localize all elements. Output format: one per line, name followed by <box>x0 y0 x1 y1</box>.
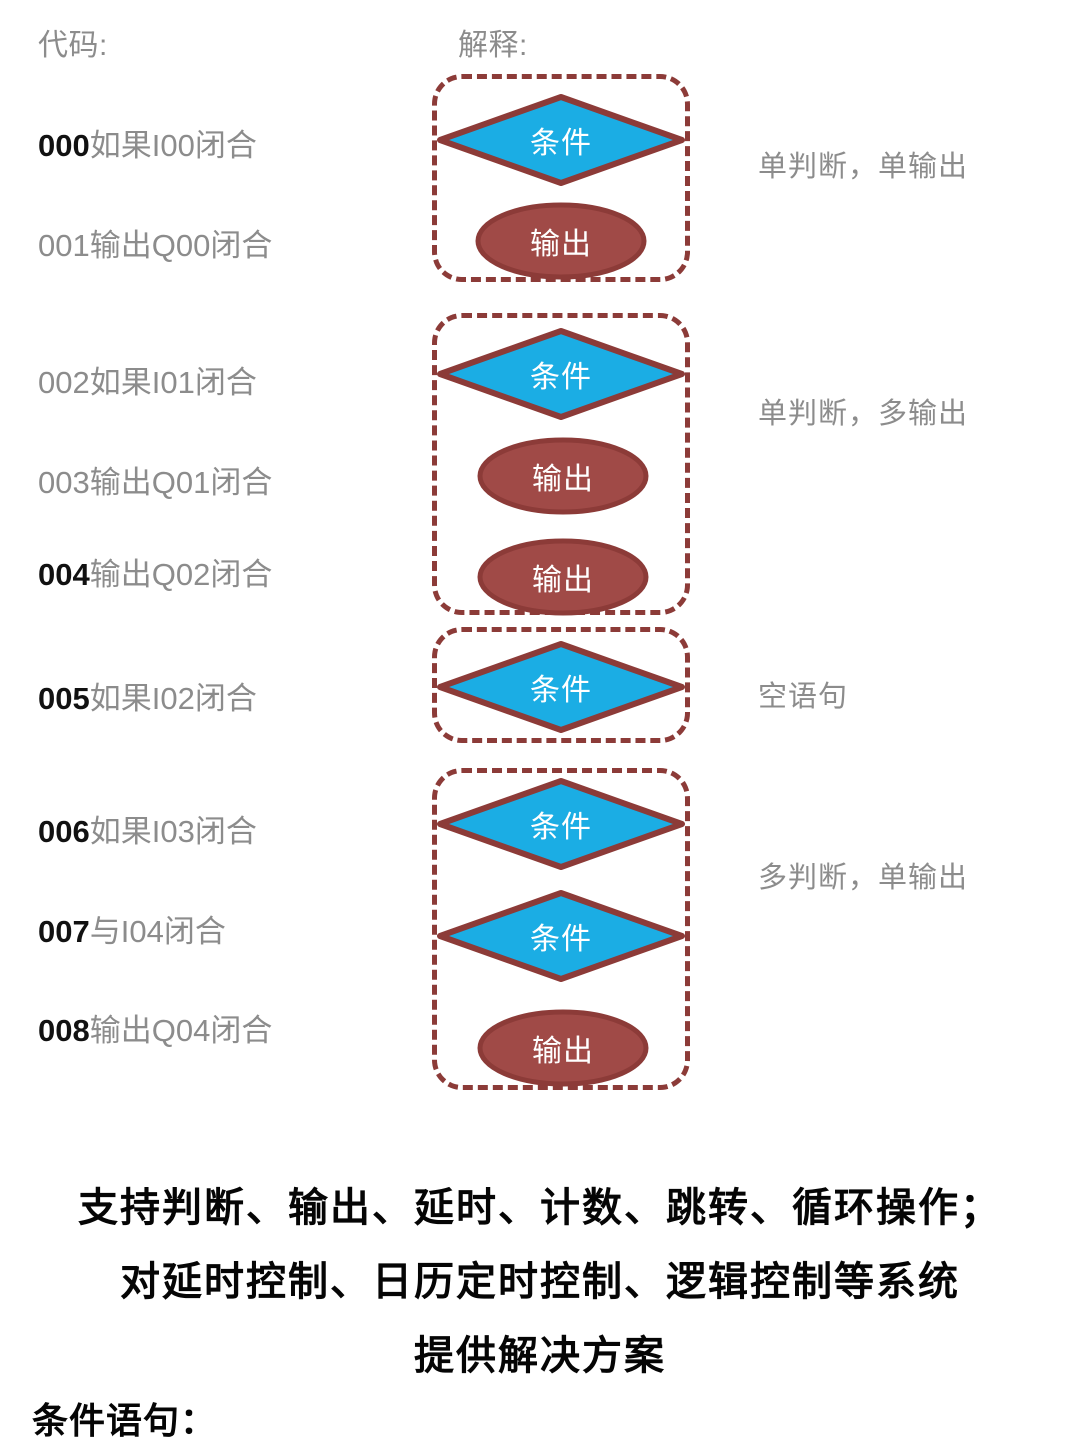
ellipse-shape-output: 输出 <box>477 437 649 515</box>
code-line-text: 输出Q01闭合 <box>89 465 273 500</box>
code-line-number: 002 <box>38 365 90 400</box>
explanation-multi-condition-single-output: 多判断，单输出 <box>758 862 969 894</box>
diamond-shape-condition: 条件 <box>437 890 685 982</box>
code-line-001: 001输出Q00闭合 <box>38 220 272 265</box>
ellipse-shape-output: 输出 <box>477 1009 649 1087</box>
footer-section-label: 条件语句： <box>32 1400 218 1441</box>
diamond-shape-condition: 条件 <box>437 328 685 420</box>
flow-group-multi-condition-single-output <box>432 768 690 1090</box>
diamond-icon <box>437 641 685 733</box>
diamond-icon <box>437 890 685 982</box>
code-line-004: 004输出Q02闭合 <box>38 549 272 594</box>
code-line-number: 008 <box>38 1013 90 1048</box>
code-line-number: 000 <box>38 128 90 163</box>
explanation-empty-statement: 空语句 <box>758 681 849 713</box>
code-line-text: 与I04闭合 <box>89 914 226 949</box>
code-line-number: 003 <box>38 465 90 500</box>
code-line-text: 输出Q00闭合 <box>89 228 273 263</box>
explanation-single-condition-single-output: 单判断，单输出 <box>758 151 969 183</box>
summary-line-1: 支持判断、输出、延时、计数、跳转、循环操作； <box>0 1188 1080 1228</box>
code-line-text: 如果I03闭合 <box>89 814 257 849</box>
ellipse-icon <box>477 1009 649 1087</box>
diamond-icon <box>437 94 685 186</box>
code-line-text: 输出Q02闭合 <box>89 557 273 592</box>
flow-group-empty-statement <box>432 627 690 743</box>
diamond-icon <box>437 778 685 870</box>
code-line-text: 输出Q04闭合 <box>89 1013 273 1048</box>
code-line-text: 如果I00闭合 <box>89 128 257 163</box>
code-line-text: 如果I02闭合 <box>89 681 257 716</box>
code-line-008: 008输出Q04闭合 <box>38 1005 272 1050</box>
ellipse-icon <box>475 202 647 280</box>
summary-line-2: 对延时控制、日历定时控制、逻辑控制等系统 <box>0 1262 1080 1302</box>
code-line-003: 003输出Q01闭合 <box>38 457 272 502</box>
ellipse-icon <box>477 437 649 515</box>
code-line-text: 如果I01闭合 <box>89 365 257 400</box>
code-line-005: 005如果I02闭合 <box>38 673 257 718</box>
summary-text: 提供解决方案 <box>414 1334 666 1378</box>
ellipse-icon <box>477 538 649 616</box>
code-line-number: 005 <box>38 681 90 716</box>
code-line-number: 006 <box>38 814 90 849</box>
code-line-000: 000如果I00闭合 <box>38 120 257 165</box>
summary-text: 支持判断、输出、延时、计数、跳转、循环操作； <box>78 1186 1002 1230</box>
explanation-single-condition-multi-output: 单判断，多输出 <box>758 398 969 430</box>
code-line-007: 007与I04闭合 <box>38 906 226 951</box>
code-column-header: 代码: <box>38 29 108 62</box>
code-line-number: 004 <box>38 557 90 592</box>
summary-text: 对延时控制、日历定时控制、逻辑控制等系统 <box>120 1260 960 1304</box>
diamond-icon <box>437 328 685 420</box>
code-line-number: 001 <box>38 228 90 263</box>
explanation-column-header: 解释: <box>458 29 528 62</box>
diamond-shape-condition: 条件 <box>437 778 685 870</box>
code-line-number: 007 <box>38 914 90 949</box>
diamond-shape-condition: 条件 <box>437 641 685 733</box>
code-line-006: 006如果I03闭合 <box>38 806 257 851</box>
ellipse-shape-output: 输出 <box>475 202 647 280</box>
diamond-shape-condition: 条件 <box>437 94 685 186</box>
ellipse-shape-output: 输出 <box>477 538 649 616</box>
code-line-002: 002如果I01闭合 <box>38 357 257 402</box>
summary-line-3: 提供解决方案 <box>0 1336 1080 1376</box>
